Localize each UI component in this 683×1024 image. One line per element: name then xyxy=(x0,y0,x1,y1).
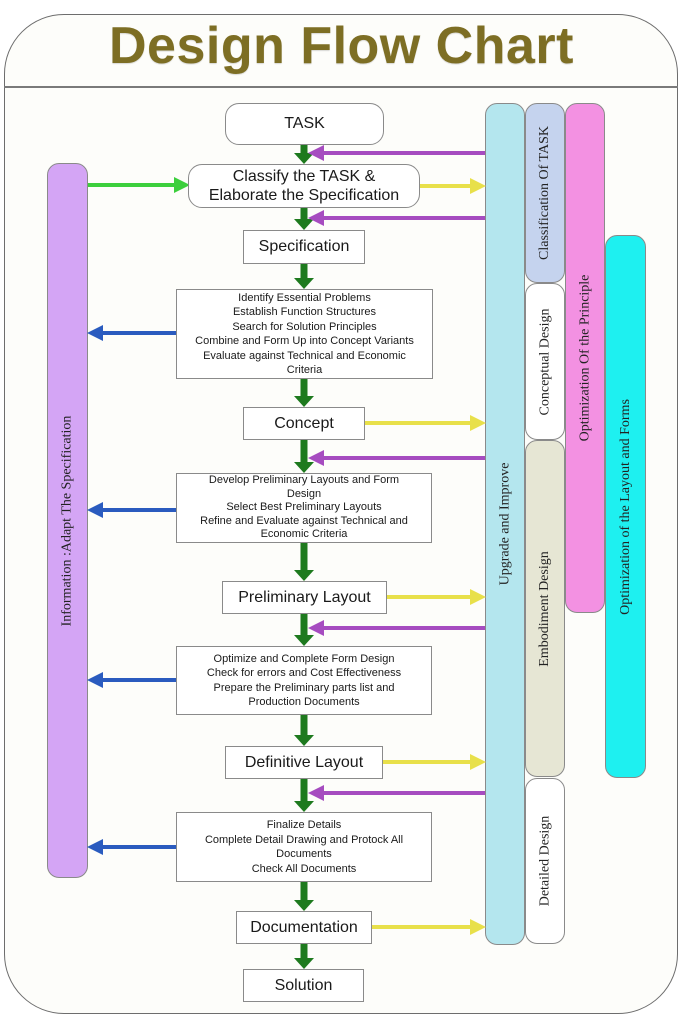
title-divider xyxy=(4,86,678,88)
classify-line-2: Elaborate the Specification xyxy=(208,187,400,204)
concept-label: Concept xyxy=(274,414,334,432)
optimization-principle-strip: Optimization Of the Principle xyxy=(565,103,605,613)
flow-arrow-task-classify-shaft xyxy=(300,145,308,154)
conceptual-design-strip: Conceptual Design xyxy=(525,283,565,440)
embodiment-step: Economic Criteria xyxy=(260,528,348,541)
flow-arrow-documentation-solution-shaft xyxy=(300,944,308,959)
task-box: TASK xyxy=(225,103,384,145)
detailed-design-strip: Detailed Design xyxy=(525,778,565,944)
classify-box: Classify the TASK & Elaborate the Specif… xyxy=(188,164,420,208)
solution-box: Solution xyxy=(243,969,364,1002)
conceptual-step: Establish Function Structures xyxy=(232,306,377,318)
flow-arrow-documentation-solution-head xyxy=(294,958,314,969)
conceptual-step: Evaluate against Technical and Economic xyxy=(203,349,406,362)
information-strip: Information :Adapt The Specification xyxy=(47,163,88,878)
flow-arrow-embodiment-prelim-shaft xyxy=(300,543,308,571)
flow-arrow-spec-conceptual-shaft xyxy=(300,264,308,279)
flow-arrow-optimize-definitive-head xyxy=(294,735,314,746)
task-label: TASK xyxy=(284,115,325,132)
solution-label: Solution xyxy=(274,976,333,994)
preliminary-layout-label: Preliminary Layout xyxy=(238,588,371,606)
optimize-step: Production Documents xyxy=(248,696,360,708)
specification-label: Specification xyxy=(258,238,350,255)
flow-arrow-conceptual-concept-head xyxy=(294,396,314,407)
chart-title: Design Flow Chart xyxy=(109,17,574,75)
classify-line-1: Classify the TASK & xyxy=(232,168,376,185)
flow-arrow-prelim-optimize-head xyxy=(294,635,314,646)
definitive-layout-label: Definitive Layout xyxy=(244,753,364,771)
documentation-label: Documentation xyxy=(250,918,358,936)
flow-arrow-task-classify-head xyxy=(294,153,314,164)
detail-step: Complete Detail Drawing and Protock All xyxy=(204,833,404,846)
detail-step: Documents xyxy=(276,848,332,860)
embodiment-step: Refine and Evaluate against Technical an… xyxy=(200,514,408,527)
concept-box: Concept xyxy=(243,407,365,440)
flow-arrow-detail-documentation-shaft xyxy=(300,882,308,901)
flow-arrow-spec-conceptual-head xyxy=(294,278,314,289)
flow-arrow-definitive-detail-shaft xyxy=(300,779,308,802)
embodiment-design-strip: Embodiment Design xyxy=(525,440,565,777)
embodiment-step: Select Best Preliminary Layouts xyxy=(226,501,382,514)
conceptual-step: Search for Solution Principles xyxy=(232,320,377,333)
classification-strip: Classification Of TASK xyxy=(525,103,565,283)
detail-step: Check All Documents xyxy=(251,862,357,875)
flow-arrow-prelim-optimize-shaft xyxy=(300,614,308,636)
definitive-layout-box: Definitive Layout xyxy=(225,746,383,779)
optimize-step: Optimize and Complete Form Design xyxy=(213,652,395,665)
optimization-layout-strip: Optimization of the Layout and Forms xyxy=(605,235,646,778)
flow-arrow-detail-documentation-head xyxy=(294,900,314,911)
flow-arrow-optimize-definitive-shaft xyxy=(300,715,308,736)
detail-steps-box: Finalize Details Complete Detail Drawing… xyxy=(176,812,432,882)
conceptual-step: Combine and Form Up into Concept Variant… xyxy=(195,335,414,347)
flow-arrow-definitive-detail-head xyxy=(294,801,314,812)
flow-arrow-classify-spec-head xyxy=(294,219,314,230)
flow-arrow-conceptual-concept-shaft xyxy=(300,379,308,397)
embodiment-step: Design xyxy=(286,487,322,500)
detail-step: Finalize Details xyxy=(266,819,342,831)
flow-arrow-embodiment-prelim-head xyxy=(294,570,314,581)
flow-arrow-concept-embodiment-shaft xyxy=(300,440,308,463)
embodiment-steps-box: Develop Preliminary Layouts and Form Des… xyxy=(176,473,432,543)
conceptual-steps-box: Identify Essential Problems Establish Fu… xyxy=(176,289,433,379)
optimize-steps-box: Optimize and Complete Form Design Check … xyxy=(176,646,432,715)
embodiment-step: Develop Preliminary Layouts and Form xyxy=(208,474,400,487)
conceptual-step: Criteria xyxy=(286,364,323,376)
flow-arrow-classify-spec-shaft xyxy=(300,208,308,220)
documentation-box: Documentation xyxy=(236,911,372,944)
optimize-step: Prepare the Preliminary parts list and xyxy=(213,681,395,694)
optimize-step: Check for errors and Cost Effectiveness xyxy=(206,667,402,679)
flow-arrow-concept-embodiment-head xyxy=(294,462,314,473)
upgrade-strip: Upgrade and Improve xyxy=(485,103,525,945)
conceptual-step: Identify Essential Problems xyxy=(238,291,371,304)
preliminary-layout-box: Preliminary Layout xyxy=(222,581,387,614)
specification-box: Specification xyxy=(243,230,365,264)
